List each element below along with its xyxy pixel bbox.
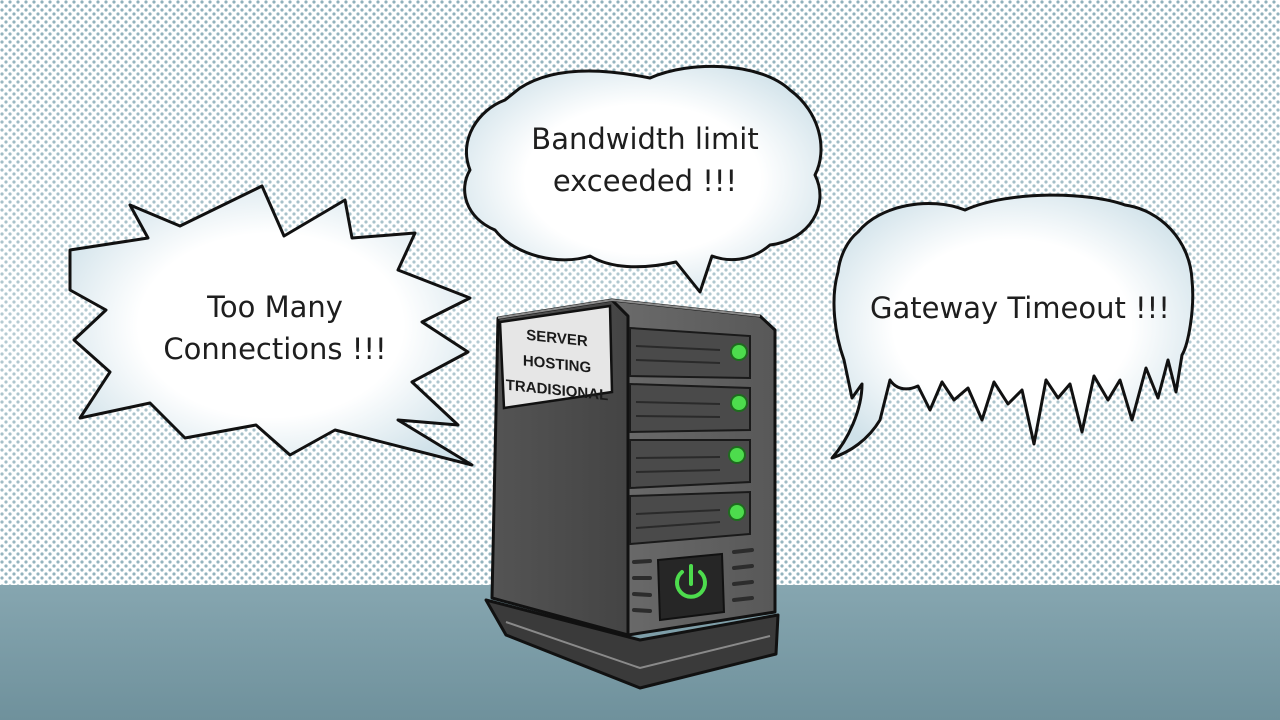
drive-bay-1 xyxy=(629,326,751,380)
server-label: SERVER HOSTING TRADISIONAL xyxy=(502,320,612,410)
bubble-left-text: Too Many Connections !!! xyxy=(140,286,410,370)
status-led-4 xyxy=(728,503,746,521)
bubble-left-line2: Connections !!! xyxy=(163,332,387,366)
bubble-right-text: Gateway Timeout !!! xyxy=(850,287,1190,329)
vent-slots xyxy=(632,548,754,613)
speech-bubble-top xyxy=(463,64,823,294)
speech-bubble-right xyxy=(830,193,1195,460)
drive-bay-2 xyxy=(629,382,751,434)
server-base xyxy=(484,598,780,690)
bubble-top-line1: Bandwidth limit xyxy=(531,122,759,156)
status-led-2 xyxy=(730,394,748,412)
bubble-right-line1: Gateway Timeout !!! xyxy=(870,291,1170,325)
server-label-plate xyxy=(498,304,614,410)
drive-bay-4 xyxy=(629,490,751,546)
drive-bay-3 xyxy=(629,439,751,490)
power-icon xyxy=(675,564,707,599)
speech-bubble-left xyxy=(68,184,474,467)
bubble-left-line1: Too Many xyxy=(207,290,343,324)
status-led-1 xyxy=(730,343,748,361)
power-button xyxy=(656,552,726,622)
server-tower xyxy=(484,298,780,690)
bubble-top-line2: exceeded !!! xyxy=(552,164,738,198)
bubble-top-text: Bandwidth limit exceeded !!! xyxy=(495,118,795,202)
status-led-3 xyxy=(728,446,746,464)
